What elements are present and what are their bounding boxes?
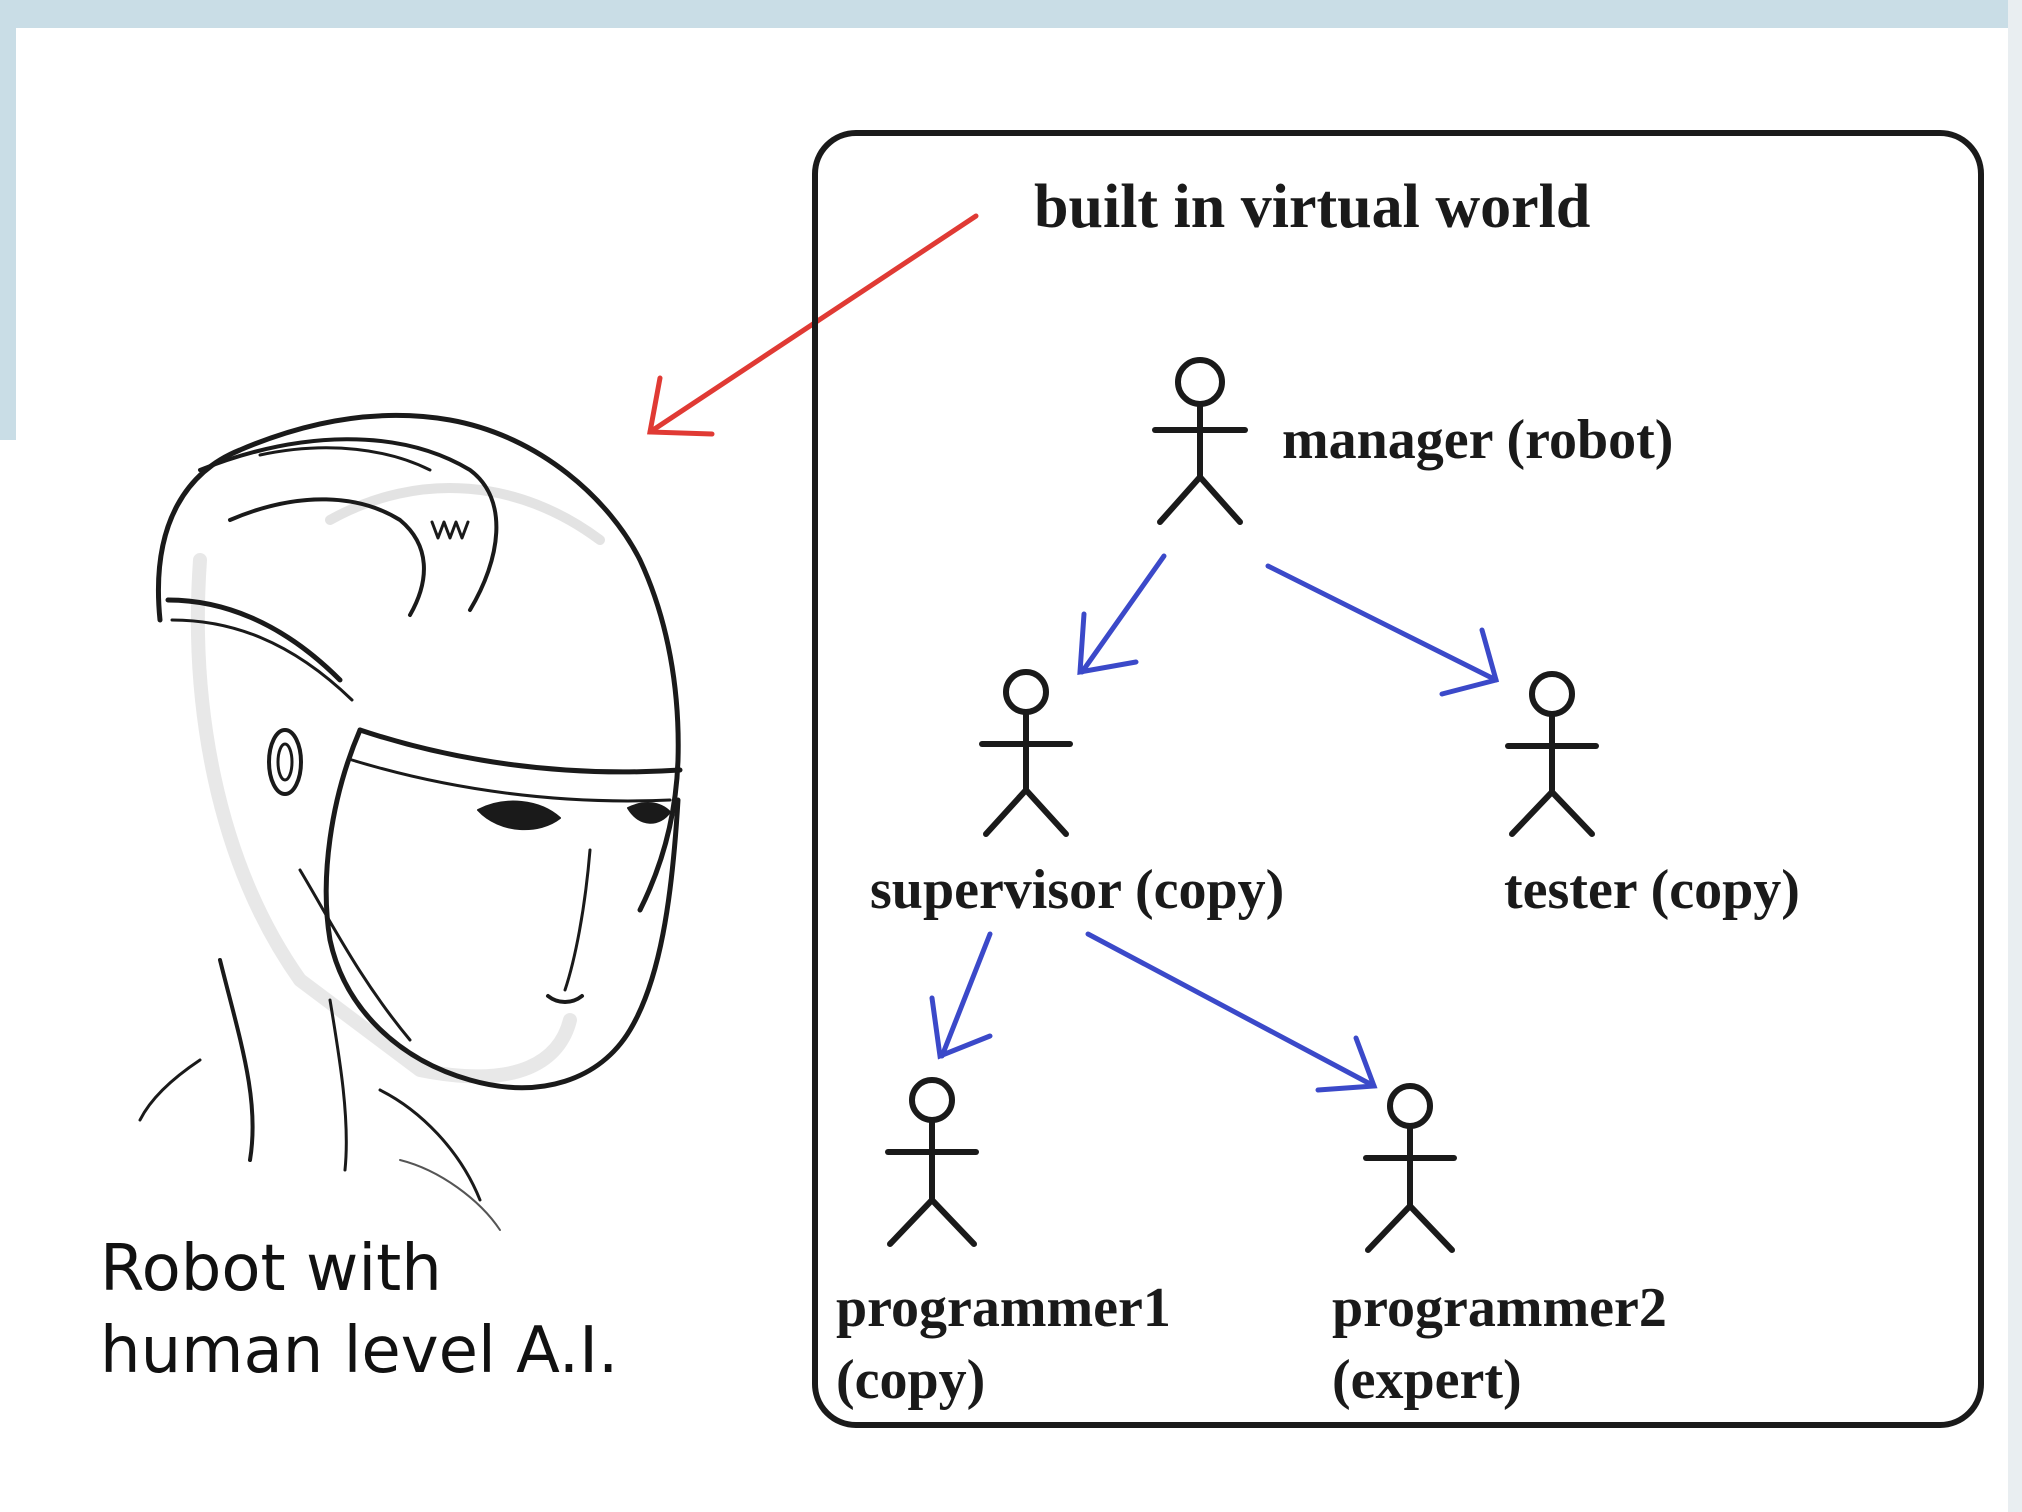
manager-label: manager (robot): [1282, 409, 1674, 471]
tester-label: tester (copy): [1504, 859, 1800, 921]
hierarchy-arrows: [929, 553, 1500, 1093]
arrow-supervisor-to-programmer2: [1085, 931, 1378, 1093]
stick-figure-manager: [1152, 357, 1248, 525]
programmer2-label-line2: (expert): [1332, 1349, 1522, 1411]
robot-head-illustration: [138, 412, 683, 1231]
programmer2-label-line1: programmer2: [1332, 1277, 1667, 1339]
virtual-world-box: [812, 130, 1984, 1428]
virtual-world-title: built in virtual world: [1034, 173, 1591, 241]
programmer1-label-line2: (copy): [836, 1349, 986, 1411]
robot-caption: Robot with human level A.I.: [100, 1228, 660, 1392]
programmer1-label-line1: programmer1: [836, 1277, 1171, 1339]
arrow-manager-to-supervisor: [1077, 553, 1167, 676]
robot-caption-line2: human level A.I.: [100, 1314, 619, 1388]
stick-figure-programmer1: [885, 1077, 979, 1247]
stick-figure-supervisor: [979, 669, 1073, 837]
top-frame-band: [0, 0, 2022, 28]
arrow-manager-to-tester: [1265, 563, 1500, 697]
arrow-supervisor-to-programmer1: [929, 931, 993, 1060]
stick-figure-programmer2: [1363, 1083, 1457, 1253]
stick-figure-tester: [1505, 671, 1599, 837]
left-frame-band: [0, 0, 16, 440]
programmer1-label: programmer1 (copy): [836, 1272, 1171, 1416]
programmer2-label: programmer2 (expert): [1332, 1272, 1667, 1416]
robot-caption-line1: Robot with: [100, 1232, 442, 1306]
supervisor-label: supervisor (copy): [870, 859, 1285, 921]
right-frame-band: [2008, 0, 2022, 1512]
